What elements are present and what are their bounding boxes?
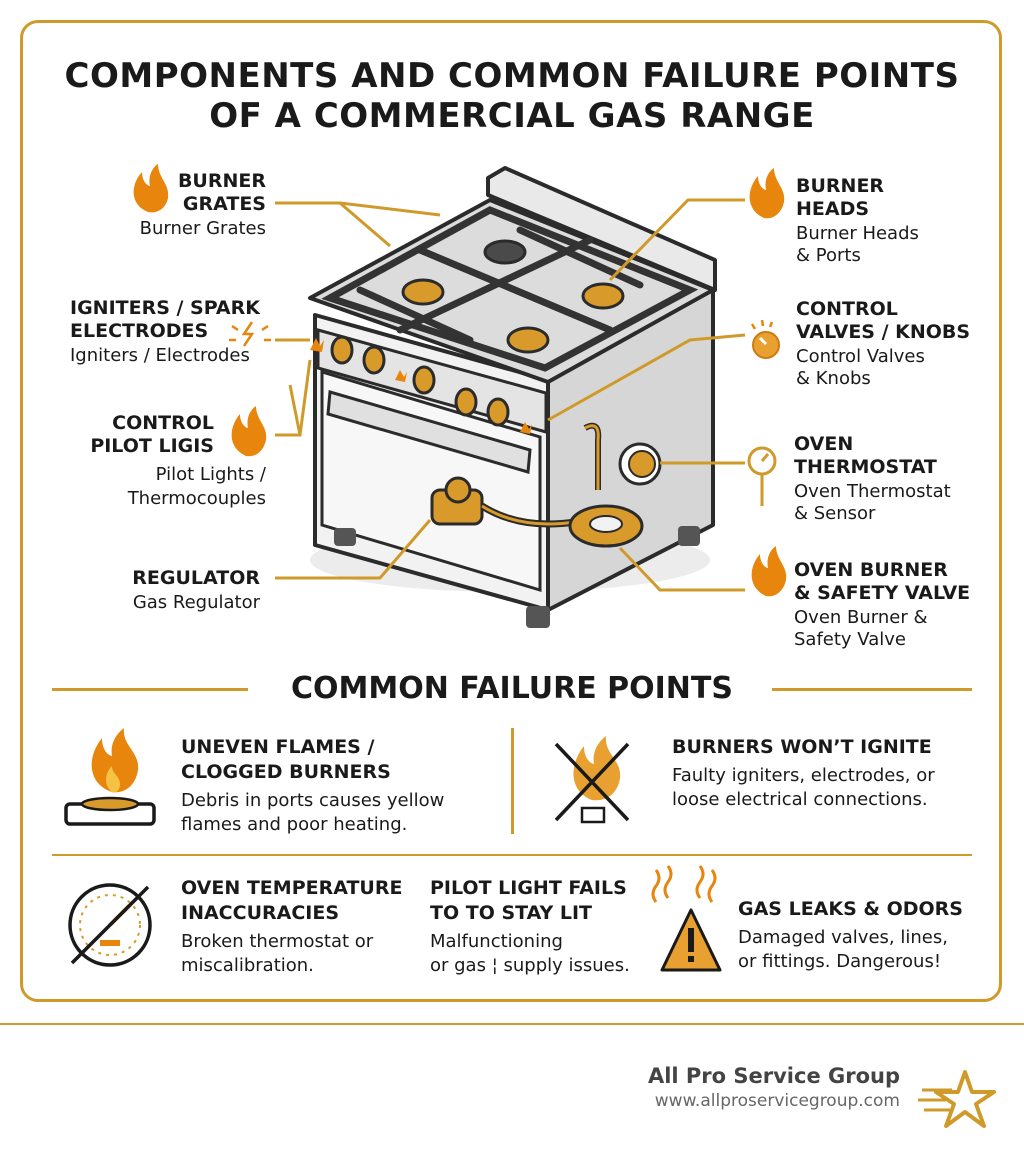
burner-heads-heading-2: HEADS <box>796 198 870 220</box>
gas-regulator <box>430 476 576 528</box>
burner-heads-heading-1: BURNER <box>796 175 885 197</box>
oven-thermostat-heading-2: THERMOSTAT <box>794 456 937 478</box>
label-pilot-sub: Pilot Lights / Thermocouples <box>50 462 266 510</box>
section-divider-left <box>52 688 248 691</box>
oven-burner-heading-1: OVEN BURNER <box>794 559 948 581</box>
pilot-sub-1: Pilot Lights / <box>155 464 266 485</box>
pilot-sub-2: Thermocouples <box>127 488 266 509</box>
failure-temp-heading-1: OVEN TEMPERATURE <box>181 877 403 899</box>
oven-burner-sub-2: Safety Valve <box>794 629 906 650</box>
failure-pilot-desc-1: Malfunctioning <box>430 931 563 952</box>
oven-thermostat-sub-1: Oven Thermostat <box>794 481 951 502</box>
failure-pilot-desc-2: or gas ¦ supply issues. <box>430 955 630 976</box>
warning-icon <box>651 865 722 972</box>
gauge-icon-thermostat <box>747 446 777 506</box>
igniters-heading-2: ELECTRODES <box>70 320 209 342</box>
control-valves-heading-2: VALVES / KNOBS <box>796 321 971 343</box>
knob-icon-control-valves <box>750 319 780 359</box>
failure-row-divider <box>52 854 972 856</box>
label-pilot: CONTROL PILOT LIGIS <box>50 412 214 458</box>
failure-ignite-desc-1: Faulty igniters, electrodes, or <box>672 765 935 786</box>
label-burner-heads: BURNER HEADS Burner Heads & Ports <box>796 175 996 267</box>
label-oven-thermostat: OVEN THERMOSTAT Oven Thermostat & Sensor <box>794 433 1004 525</box>
failure-gas-desc-1: Damaged valves, lines, <box>738 927 948 948</box>
failure-uneven-heading-1: UNEVEN FLAMES / <box>181 736 375 758</box>
burner-grates-heading-1: BURNER <box>177 170 266 192</box>
leader-lines <box>275 198 746 592</box>
flame-burner-icon <box>64 728 156 826</box>
igniter-sparks <box>310 338 532 434</box>
flame-icon-oven-burner <box>751 546 787 597</box>
control-valves-heading-1: CONTROL <box>796 298 898 320</box>
failure-ignite-desc-2: loose electrical connections. <box>672 789 928 810</box>
failure-column-divider <box>511 728 514 834</box>
failure-pilot-heading-1: PILOT LIGHT FAILS <box>430 877 627 899</box>
label-oven-burner: OVEN BURNER & SAFETY VALVE Oven Burner &… <box>794 559 1004 651</box>
oven-burner-sub-1: Oven Burner & <box>794 607 928 628</box>
failure-gas-desc-2: or fittings. Dangerous! <box>738 951 942 972</box>
page-title-line-1: COMPONENTS AND COMMON FAILURE POINTS <box>64 56 960 96</box>
pilot-heading-1: CONTROL <box>112 412 214 434</box>
igniters-sub: Igniters / Electrodes <box>70 345 250 366</box>
oven-handle <box>326 390 532 474</box>
igniters-heading-1: IGNITERS / SPARK <box>70 297 260 319</box>
brand-url[interactable]: www.allproservicegroup.com <box>654 1091 900 1111</box>
failure-pilot-heading-2: TO TO STAY LIT <box>430 902 593 924</box>
burner-grates <box>321 206 699 372</box>
section-divider-right <box>772 688 972 691</box>
failure-uneven-desc-2: flames and poor heating. <box>181 814 408 835</box>
burner-grates-heading-2: GRATES <box>182 193 266 215</box>
label-burner-grates: BURNER GRATES Burner Grates <box>120 170 266 240</box>
backsplash <box>486 166 717 292</box>
label-regulator: REGULATOR Gas Regulator <box>60 567 260 614</box>
no-flame-icon <box>554 736 630 824</box>
brand-name: All Pro Service Group <box>647 1064 900 1088</box>
label-control-valves: CONTROL VALVES / KNOBS Control Valves & … <box>796 298 1006 390</box>
failure-gas-heading: GAS LEAKS & ODORS <box>738 898 963 920</box>
oven-thermostat-sub-2: & Sensor <box>794 503 876 524</box>
burner-heads-sub-2: & Ports <box>796 245 861 266</box>
control-valves-sub-1: Control Valves <box>796 346 925 367</box>
flame-icon-burner-grates <box>133 164 169 213</box>
flame-icon-burner-heads <box>749 168 785 219</box>
flame-icon-pilot <box>231 406 267 457</box>
range-legs <box>334 526 700 628</box>
regulator-sub: Gas Regulator <box>132 592 260 613</box>
spark-icon-igniters <box>229 321 271 347</box>
burner-heads-sub-1: Burner Heads <box>796 223 919 244</box>
pilot-heading-2: PILOT LIGIS <box>90 435 214 457</box>
burner-grates-sub: Burner Grates <box>139 218 266 239</box>
crossed-gauge-icon <box>68 883 152 967</box>
failure-uneven-desc-1: Debris in ports causes yellow <box>181 790 445 811</box>
failure-temp-heading-2: INACCURACIES <box>181 902 340 924</box>
oven-thermostat-heading-1: OVEN <box>794 433 854 455</box>
failure-temp-desc-2: miscalibration. <box>181 955 314 976</box>
failure-section-title: COMMON FAILURE POINTS <box>291 671 733 706</box>
star-logo-icon <box>918 1070 996 1128</box>
label-igniters: IGNITERS / SPARK ELECTRODES Igniters / E… <box>70 297 290 367</box>
oven-burner-heading-2: & SAFETY VALVE <box>794 582 971 604</box>
control-valves-sub-2: & Knobs <box>796 368 871 389</box>
regulator-heading: REGULATOR <box>132 567 260 589</box>
failure-ignite-heading: BURNERS WON’T IGNITE <box>672 736 932 758</box>
page-title-line-2: OF A COMMERCIAL GAS RANGE <box>209 96 815 136</box>
control-knobs <box>330 335 510 427</box>
failure-uneven-heading-2: CLOGGED BURNERS <box>181 761 391 783</box>
burner-heads <box>401 278 625 354</box>
rear-burner <box>483 239 527 265</box>
thermostat-dial <box>628 450 656 478</box>
footer-divider <box>0 1023 1024 1025</box>
failure-temp-desc-1: Broken thermostat or <box>181 931 374 952</box>
